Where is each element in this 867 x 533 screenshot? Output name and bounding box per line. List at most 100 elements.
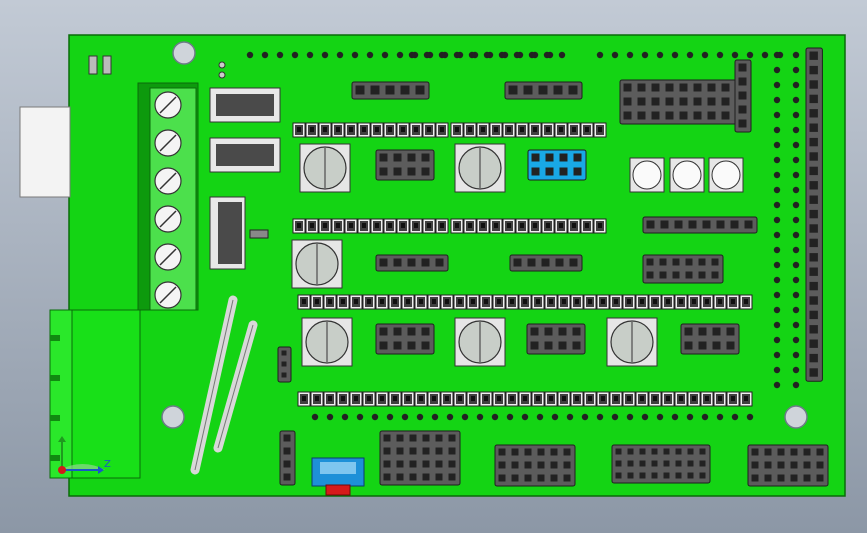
- header-pin: [809, 339, 818, 348]
- jumper-4: [375, 323, 435, 355]
- socket-pin: [705, 396, 709, 401]
- screw-slot: [159, 96, 177, 114]
- header-pin: [615, 460, 622, 467]
- orientation-triad: Z: [58, 436, 111, 474]
- header-pin: [615, 448, 622, 455]
- socket-pin: [362, 223, 366, 228]
- header-pin: [370, 85, 380, 95]
- via: [453, 51, 461, 59]
- socket-pin: [598, 127, 602, 132]
- power-connector-side: [49, 309, 73, 479]
- header-pin: [569, 258, 578, 267]
- socket-pin: [520, 127, 524, 132]
- header-pin: [777, 474, 785, 482]
- header-pin: [544, 327, 553, 336]
- socket-pin: [559, 223, 563, 228]
- header-pin: [573, 153, 582, 162]
- header-pin: [498, 461, 506, 469]
- header-pin: [572, 341, 581, 350]
- socket-pin: [393, 299, 397, 304]
- socket-pin: [302, 299, 306, 304]
- header-pin: [698, 258, 706, 266]
- header-pin: [809, 209, 818, 219]
- header-pin: [558, 341, 567, 350]
- header-pin: [559, 167, 568, 176]
- header-pin: [422, 434, 430, 442]
- header-pin: [568, 85, 578, 95]
- header-pin: [383, 460, 391, 468]
- small-capacitor: [632, 160, 662, 190]
- socket-pin: [575, 299, 579, 304]
- socket-pin: [536, 396, 540, 401]
- header-pin: [711, 271, 719, 279]
- via: [773, 216, 781, 224]
- via: [792, 141, 800, 149]
- socket-pin: [484, 299, 488, 304]
- header-i2c-body: [642, 216, 758, 234]
- header-pin: [809, 310, 818, 320]
- header-pin: [563, 448, 571, 456]
- socket-pin: [546, 127, 550, 132]
- header-i2c: [642, 216, 758, 234]
- header-pin: [790, 474, 798, 482]
- mosfet-body: [216, 94, 274, 116]
- socket-pin: [494, 127, 498, 132]
- via: [341, 413, 349, 421]
- header-pin: [809, 152, 818, 161]
- socket-pin: [401, 223, 405, 228]
- socket-pin: [640, 396, 644, 401]
- via: [773, 246, 781, 254]
- header-pin: [283, 447, 291, 455]
- via: [773, 231, 781, 239]
- header-pin: [816, 461, 824, 469]
- header-pin: [537, 461, 545, 469]
- socket-pin: [354, 396, 358, 401]
- header-pin: [665, 97, 674, 106]
- socket-pin: [468, 127, 472, 132]
- header-pin: [550, 461, 558, 469]
- header-aux-col: [734, 59, 752, 133]
- via: [792, 336, 800, 344]
- header-pin: [435, 473, 443, 481]
- header-aux3-body: [494, 444, 576, 487]
- header-pin: [711, 258, 719, 266]
- header-pin: [541, 258, 550, 267]
- header-pin: [674, 220, 683, 229]
- header-pin: [809, 166, 818, 176]
- smd-resistor: [102, 55, 112, 75]
- socket-pin: [533, 127, 537, 132]
- jumper-e1: [642, 254, 724, 284]
- header-pin: [816, 448, 824, 456]
- socket-pin: [640, 299, 644, 304]
- socket-pin: [419, 396, 423, 401]
- via: [626, 51, 634, 59]
- header-pin: [809, 353, 818, 363]
- header-pin: [687, 448, 694, 455]
- via: [276, 51, 284, 59]
- via: [483, 51, 491, 59]
- socket-pin: [559, 127, 563, 132]
- socket-pin: [536, 299, 540, 304]
- mounting-hole: [784, 405, 808, 429]
- via: [792, 171, 800, 179]
- header-pin: [531, 167, 540, 176]
- socket-pin: [653, 299, 657, 304]
- header-pin: [693, 97, 702, 106]
- header-pin: [663, 448, 670, 455]
- header-pin: [537, 448, 545, 456]
- via: [716, 413, 724, 421]
- header-pin: [511, 448, 519, 456]
- header-pin: [393, 153, 402, 162]
- socket-pin: [692, 396, 696, 401]
- header-pin: [623, 97, 632, 106]
- connector-notch: [50, 375, 60, 381]
- socket-pin: [393, 396, 397, 401]
- header-pin: [659, 258, 667, 266]
- via: [701, 413, 709, 421]
- driver-socket-z: [292, 218, 449, 234]
- header-aux: [619, 79, 749, 125]
- connector-notch: [50, 335, 60, 341]
- reset-cap: [325, 484, 351, 496]
- jumper-z: [375, 254, 449, 272]
